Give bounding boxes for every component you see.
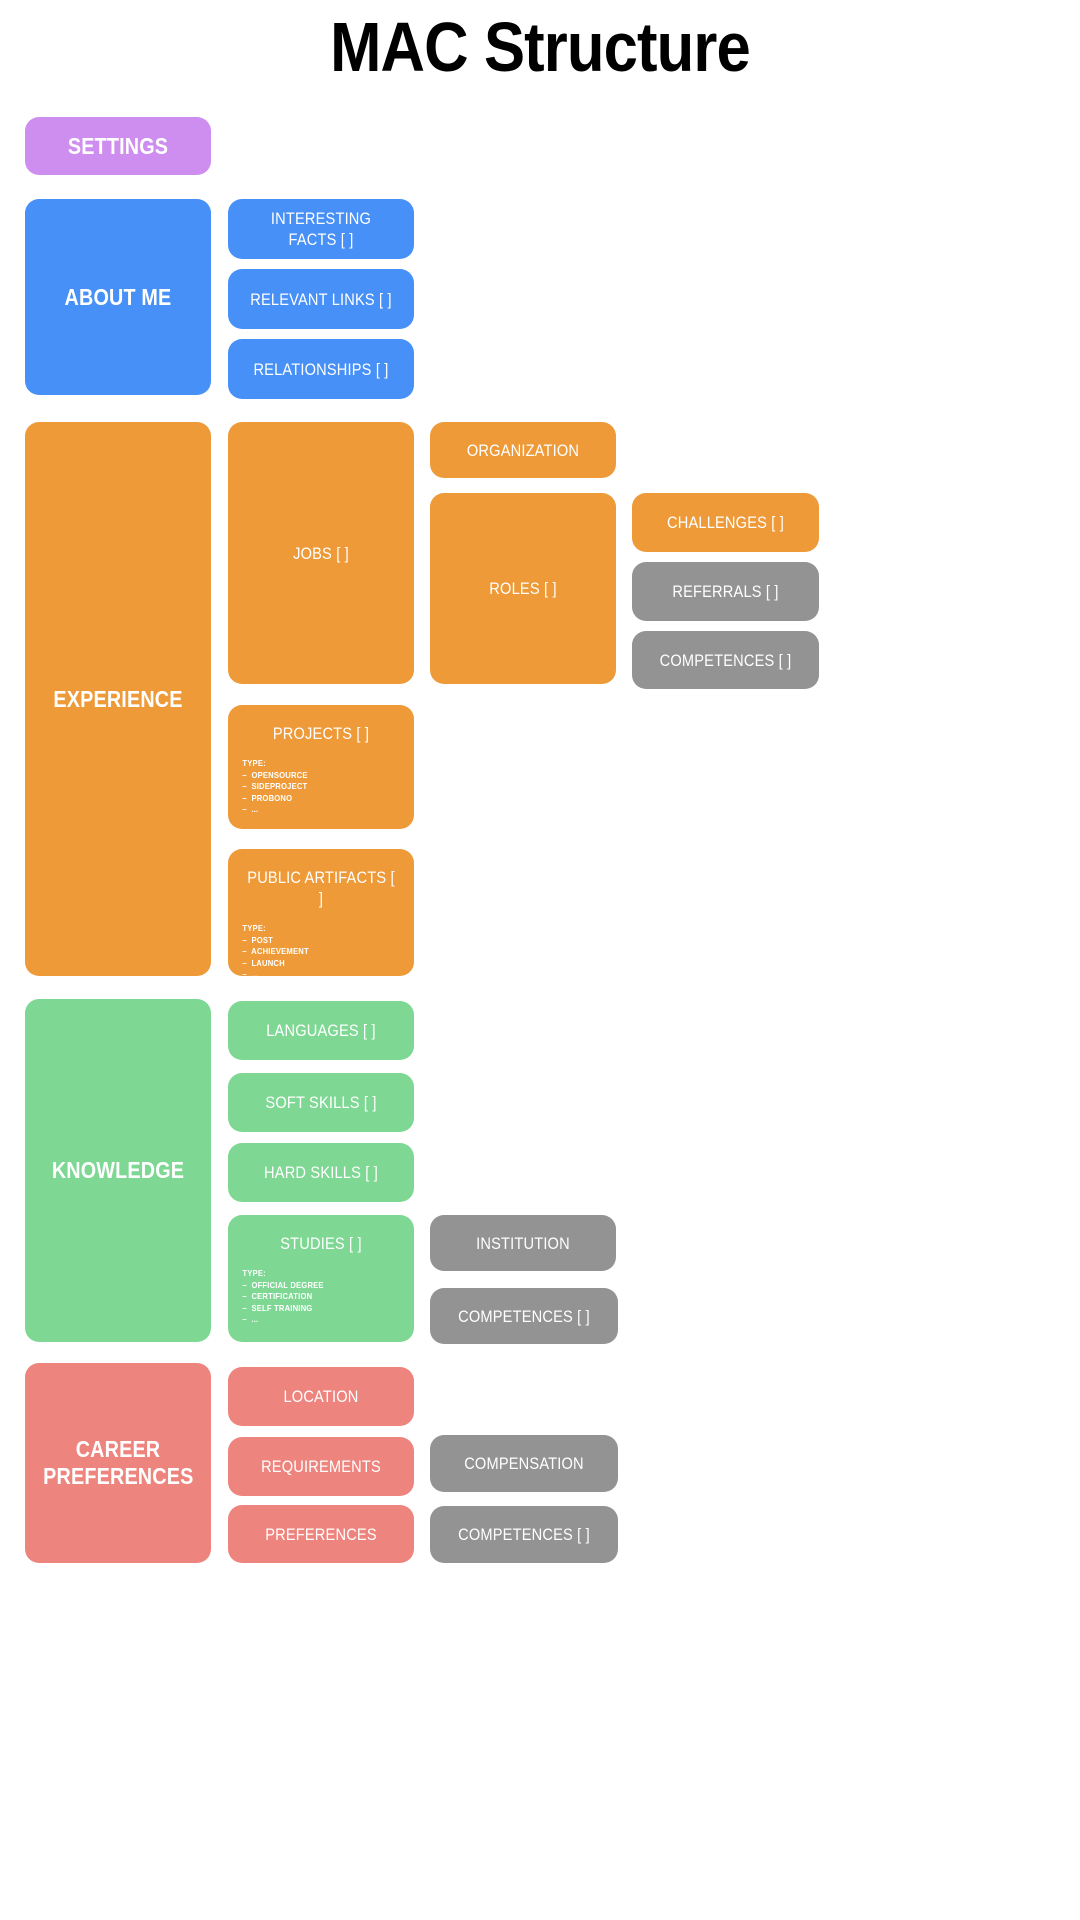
studies-type-item: – OFFICIAL DEGREE [242, 1279, 324, 1290]
public-artifacts-type-head: TYPE: [242, 923, 266, 933]
node-about-me-label: ABOUT ME [64, 283, 172, 310]
node-knowledge-label: KNOWLEDGE [51, 1157, 185, 1183]
node-requirements-label: REQUIREMENTS [261, 1457, 381, 1476]
node-referrals-label: REFERRALS [ ] [672, 582, 779, 601]
node-competences-career-label: COMPETENCES [ ] [458, 1525, 590, 1544]
projects-type-item: – OPENSOURCE [242, 769, 308, 780]
node-knowledge[interactable]: KNOWLEDGE [25, 999, 211, 1342]
node-hard-skills-label: HARD SKILLS [ ] [264, 1163, 378, 1182]
node-career-preferences-label: CAREER PREFERENCES [43, 1436, 194, 1489]
node-institution-label: INSTITUTION [476, 1233, 570, 1253]
node-competences-knowledge-label: COMPETENCES [ ] [458, 1306, 590, 1326]
node-studies[interactable]: STUDIES [ ] TYPE: – OFFICIAL DEGREE – CE… [228, 1215, 414, 1342]
node-referrals[interactable]: REFERRALS [ ] [632, 562, 819, 621]
node-soft-skills-label: SOFT SKILLS [ ] [265, 1093, 377, 1112]
node-compensation-label: COMPENSATION [464, 1454, 584, 1473]
projects-type-item: – PROBONO [242, 792, 293, 803]
node-competences-experience-label: COMPETENCES [ ] [659, 650, 792, 670]
node-studies-label: STUDIES [ ] [280, 1234, 362, 1253]
node-interesting-facts[interactable]: INTERESTING FACTS [ ] [228, 199, 414, 259]
projects-type-list: TYPE: – OPENSOURCE – SIDEPROJECT – PROBO… [228, 758, 308, 816]
node-roles[interactable]: ROLES [ ] [430, 493, 616, 684]
node-languages[interactable]: LANGUAGES [ ] [228, 1001, 414, 1060]
public-artifacts-type-list: TYPE: – POST – ACHIEVEMENT – LAUNCH – ..… [228, 923, 309, 976]
node-languages-label: LANGUAGES [ ] [266, 1021, 376, 1040]
node-hard-skills[interactable]: HARD SKILLS [ ] [228, 1143, 414, 1202]
public-artifacts-type-item: – POST [242, 934, 273, 945]
node-compensation[interactable]: COMPENSATION [430, 1435, 618, 1492]
node-public-artifacts[interactable]: PUBLIC ARTIFACTS [ ] TYPE: – POST – ACHI… [228, 849, 414, 976]
public-artifacts-type-item: – ... [242, 969, 259, 976]
node-experience[interactable]: EXPERIENCE [25, 422, 211, 976]
node-competences-knowledge[interactable]: COMPETENCES [ ] [430, 1288, 618, 1344]
node-competences-career[interactable]: COMPETENCES [ ] [430, 1506, 618, 1563]
projects-type-item: – ... [242, 804, 259, 814]
node-location-label: LOCATION [283, 1387, 359, 1406]
studies-type-item: – CERTIFICATION [242, 1291, 313, 1301]
node-location[interactable]: LOCATION [228, 1367, 414, 1426]
node-soft-skills[interactable]: SOFT SKILLS [ ] [228, 1073, 414, 1132]
node-settings-label: SETTINGS [67, 132, 169, 159]
node-challenges[interactable]: CHALLENGES [ ] [632, 493, 819, 552]
studies-type-item: – SELF TRAINING [242, 1302, 313, 1313]
studies-type-item: – ... [242, 1314, 259, 1324]
node-relevant-links-label: RELEVANT LINKS [ ] [250, 289, 392, 309]
node-preferences[interactable]: PREFERENCES [228, 1505, 414, 1563]
node-organization-label: ORGANIZATION [466, 440, 580, 460]
projects-type-head: TYPE: [242, 758, 266, 768]
node-career-preferences[interactable]: CAREER PREFERENCES [25, 1363, 211, 1563]
node-requirements[interactable]: REQUIREMENTS [228, 1437, 414, 1496]
node-roles-label: ROLES [ ] [489, 579, 557, 598]
node-experience-label: EXPERIENCE [53, 685, 183, 712]
node-projects-label: PROJECTS [ ] [272, 724, 370, 743]
node-interesting-facts-label: INTERESTING FACTS [ ] [270, 209, 372, 249]
node-public-artifacts-label: PUBLIC ARTIFACTS [ ] [247, 868, 395, 908]
node-projects[interactable]: PROJECTS [ ] TYPE: – OPENSOURCE – SIDEPR… [228, 705, 414, 829]
public-artifacts-type-item: – ACHIEVEMENT [242, 946, 309, 956]
node-settings[interactable]: SETTINGS [25, 117, 211, 175]
page-title: MAC Structure [330, 8, 751, 86]
node-competences-experience[interactable]: COMPETENCES [ ] [632, 631, 819, 689]
node-organization[interactable]: ORGANIZATION [430, 422, 616, 478]
node-jobs-label: JOBS [ ] [293, 543, 349, 563]
node-about-me[interactable]: ABOUT ME [25, 199, 211, 395]
node-relevant-links[interactable]: RELEVANT LINKS [ ] [228, 269, 414, 329]
public-artifacts-type-item: – LAUNCH [242, 957, 285, 968]
node-relationships[interactable]: RELATIONSHIPS [ ] [228, 339, 414, 399]
node-challenges-label: CHALLENGES [ ] [667, 513, 784, 532]
projects-type-item: – SIDEPROJECT [242, 781, 308, 791]
studies-type-list: TYPE: – OFFICIAL DEGREE – CERTIFICATION … [228, 1268, 324, 1326]
node-preferences-label: PREFERENCES [265, 1524, 377, 1544]
node-institution[interactable]: INSTITUTION [430, 1215, 616, 1271]
node-relationships-label: RELATIONSHIPS [ ] [253, 359, 389, 379]
studies-type-head: TYPE: [242, 1268, 266, 1278]
node-jobs[interactable]: JOBS [ ] [228, 422, 414, 684]
